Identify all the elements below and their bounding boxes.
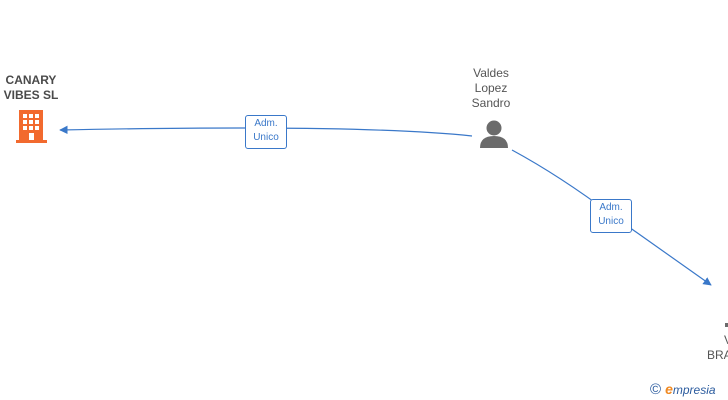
edge-label-line: Unico: [253, 132, 279, 143]
label-line: Lopez: [474, 81, 508, 95]
person-icon: [480, 120, 508, 148]
label-line: BRA: [707, 348, 728, 362]
edge-label-line: Adm.: [254, 118, 278, 129]
edge-label-adm-unico: Adm. Unico: [590, 199, 632, 233]
building-icon: [16, 110, 47, 143]
footer-brand[interactable]: © empresia: [650, 379, 716, 399]
edge-label-line: Unico: [598, 216, 624, 227]
company-label-partial[interactable]: V BRA: [700, 333, 728, 363]
brand-initial: e: [665, 381, 673, 397]
company-label-canary-vibes[interactable]: CANARY VIBES SL: [0, 73, 62, 103]
edge-label-adm-unico: Adm. Unico: [245, 115, 287, 149]
label-line: V: [700, 333, 728, 348]
copyright-icon: ©: [650, 380, 662, 398]
brand-name: mpresia: [672, 383, 716, 397]
label-line: CANARY: [5, 73, 57, 87]
edge-person-to-canary: [59, 125, 473, 137]
edge-label-line: Adm.: [599, 202, 623, 213]
label-line: Sandro: [471, 96, 511, 110]
person-label-valdes-lopez-sandro[interactable]: Valdes Lopez Sandro: [461, 66, 521, 111]
building-icon-partial: [725, 323, 728, 327]
label-line: Valdes: [473, 66, 509, 80]
brand-logo: empresia: [665, 381, 715, 397]
label-line: VIBES SL: [3, 88, 59, 102]
